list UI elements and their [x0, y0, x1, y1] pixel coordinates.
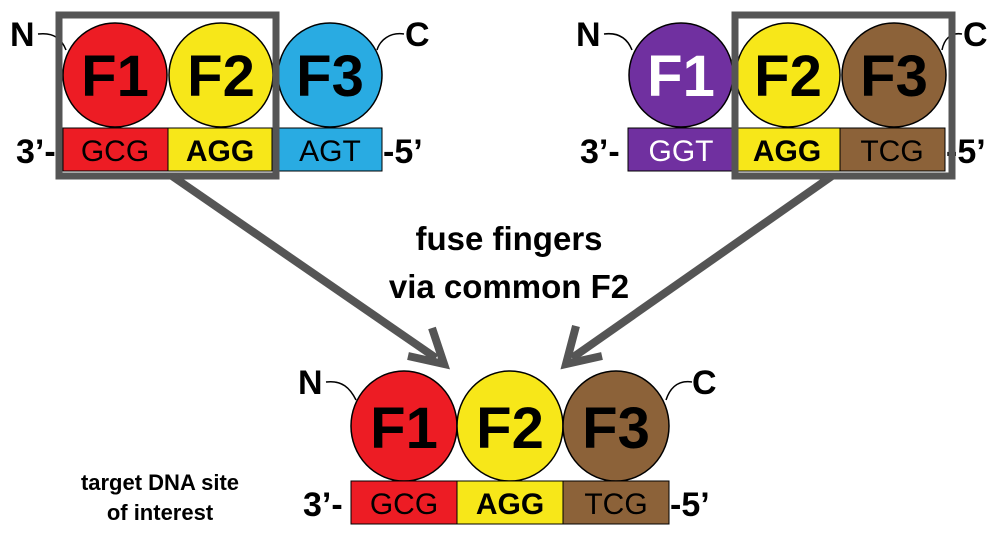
- right-arrow-head: [560, 324, 603, 370]
- finger-f3-label: F3: [582, 396, 650, 461]
- triplet-3: AGT: [299, 135, 361, 168]
- left-arrow-head: [407, 326, 451, 370]
- three-prime-label: 3’-: [580, 133, 620, 171]
- triplet-1: GCG: [370, 488, 438, 521]
- triplet-1: GCG: [81, 135, 149, 168]
- c-terminus-label: C: [692, 364, 717, 402]
- fusion-arrows: [169, 172, 835, 370]
- fused-zinc-finger-protein: N C F1 F2 F3 GCG AGG TCG 3’- -5’: [298, 364, 717, 525]
- finger-f1-label: F1: [81, 44, 149, 109]
- dna-segment-1: [350, 480, 458, 525]
- n-terminus-label: N: [10, 16, 35, 54]
- finger-f3: [841, 22, 947, 128]
- right-zinc-finger-protein: N C F1 F2 F3 GGT AGG TCG 3’- -5’: [576, 11, 988, 180]
- three-prime-label: 3’-: [16, 133, 56, 171]
- target-label-line-1: target DNA site: [81, 470, 239, 495]
- triplet-2: AGG: [476, 488, 544, 521]
- finger-f3-label: F3: [296, 44, 364, 109]
- finger-f3-label: F3: [860, 44, 928, 109]
- target-label-line-2: of interest: [107, 500, 214, 525]
- dna-segment-2: [734, 127, 841, 172]
- left-zinc-finger-protein: N C F1 F2 F3 GCG AGG AGT 3’- -5’: [10, 11, 430, 180]
- dna-segment-1: [627, 127, 736, 172]
- five-prime-label: -5’: [383, 133, 423, 171]
- right-arrow-shaft: [569, 172, 835, 362]
- caption-line-1: fuse fingers: [415, 220, 602, 257]
- finger-f1: [62, 22, 168, 128]
- caption-line-2: via common F2: [389, 268, 629, 305]
- triplet-3: TCG: [860, 135, 923, 168]
- three-prime-label: 3’-: [303, 486, 343, 524]
- triplet-1: GGT: [649, 135, 714, 168]
- finger-f2-label: F2: [754, 44, 822, 109]
- finger-f2-label: F2: [476, 396, 544, 461]
- five-prime-label: -5’: [670, 486, 710, 524]
- left-arrow-shaft: [169, 172, 439, 362]
- finger-f1-label: F1: [370, 396, 438, 461]
- dna-segment-2: [167, 127, 273, 172]
- triplet-2: AGG: [753, 135, 821, 168]
- finger-f2-label: F2: [187, 44, 255, 109]
- selection-box: [731, 11, 956, 180]
- dna-segment-3: [562, 480, 670, 525]
- c-terminus-label: C: [405, 16, 430, 54]
- selection-box: [55, 11, 280, 180]
- triplet-2: AGG: [186, 135, 254, 168]
- dna-segment-3: [839, 127, 946, 172]
- dna-segment-3: [277, 127, 383, 172]
- n-terminus-label: N: [576, 16, 601, 54]
- n-terminus-label: N: [298, 364, 323, 402]
- dna-segment-2: [456, 480, 564, 525]
- triplet-3: TCG: [584, 488, 647, 521]
- finger-f1-label: F1: [647, 44, 715, 109]
- c-terminus-label: C: [963, 16, 988, 54]
